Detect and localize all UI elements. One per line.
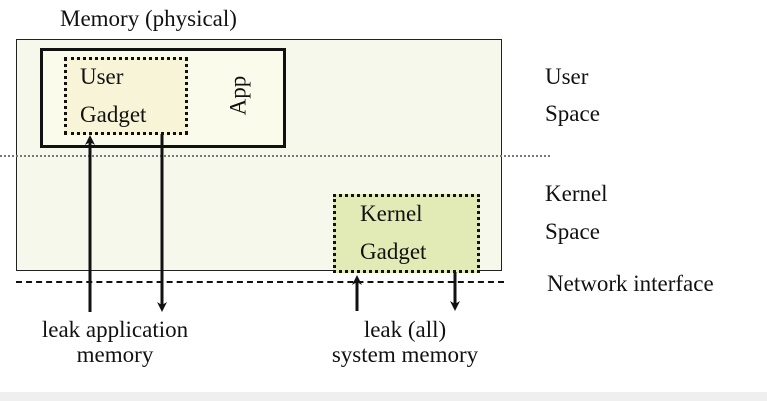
kernel-gadget-box xyxy=(333,194,480,273)
kernel-gadget-label-line2: Gadget xyxy=(360,239,427,264)
kernel-space-label-line1: Kernel xyxy=(545,181,608,206)
bottom-bar xyxy=(0,392,767,401)
user-kernel-divider xyxy=(0,155,550,157)
memory-title: Memory (physical) xyxy=(60,6,237,31)
network-interface-label: Network interface xyxy=(547,271,714,296)
network-interface-line xyxy=(16,281,504,283)
user-space-label-line2: Space xyxy=(545,101,600,126)
system-leak-caption-line1: leak (all) xyxy=(363,317,447,342)
kernel-gadget-label-line1: Kernel xyxy=(360,201,423,226)
app-leak-caption-line2: memory xyxy=(76,342,154,367)
system-leak-caption-line2: system memory xyxy=(331,342,479,367)
app-leak-caption-line1: leak application xyxy=(41,317,189,342)
user-gadget-box xyxy=(64,57,188,135)
user-space-label-line1: User xyxy=(545,64,589,89)
kernel-space-label-line2: Space xyxy=(545,219,600,244)
user-gadget-label-line1: User xyxy=(80,64,124,89)
user-gadget-label-line2: Gadget xyxy=(80,102,147,127)
